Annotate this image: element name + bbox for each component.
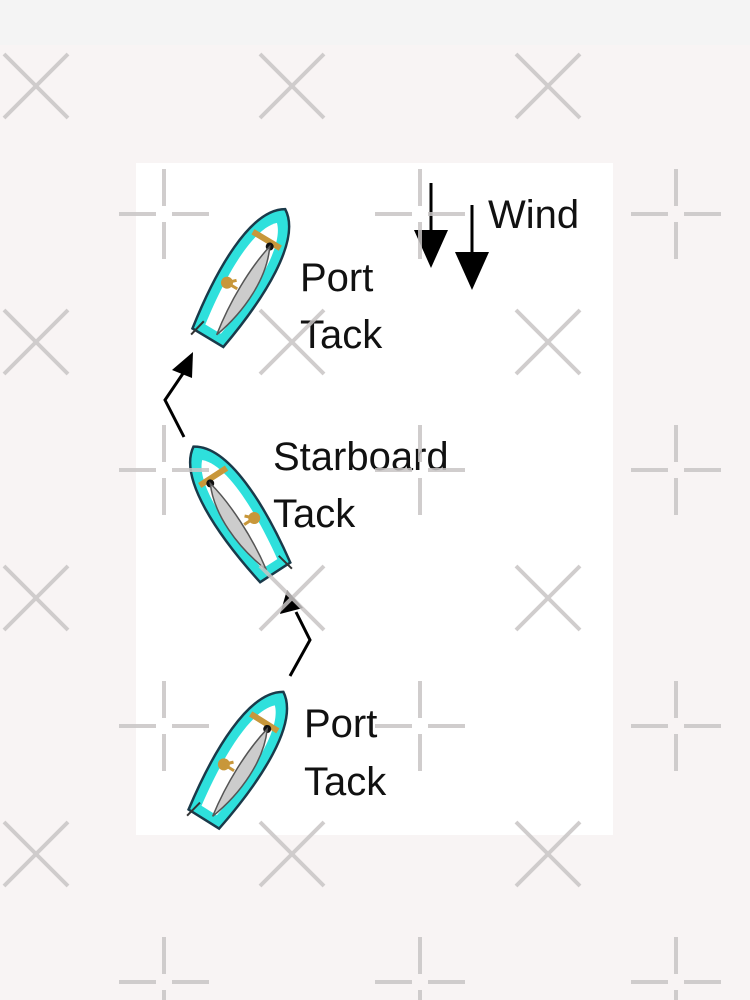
boat-port-tack-bottom [178,677,306,839]
course-arrow-lower [280,590,312,677]
label-starboard-1: Starboard [273,435,449,479]
label-port-bottom-1: Port [304,702,377,746]
boat-port-tack-top [182,194,308,358]
label-port-bottom-2: Tack [304,760,387,804]
top-bar [0,0,750,45]
watermark-pattern [2,52,723,1000]
wind-arrow-icon [414,183,489,290]
wind-label: Wind [488,193,579,237]
course-arrow-upper [163,352,193,438]
label-port-top-1: Port [300,256,373,300]
label-starboard-2: Tack [273,492,356,536]
